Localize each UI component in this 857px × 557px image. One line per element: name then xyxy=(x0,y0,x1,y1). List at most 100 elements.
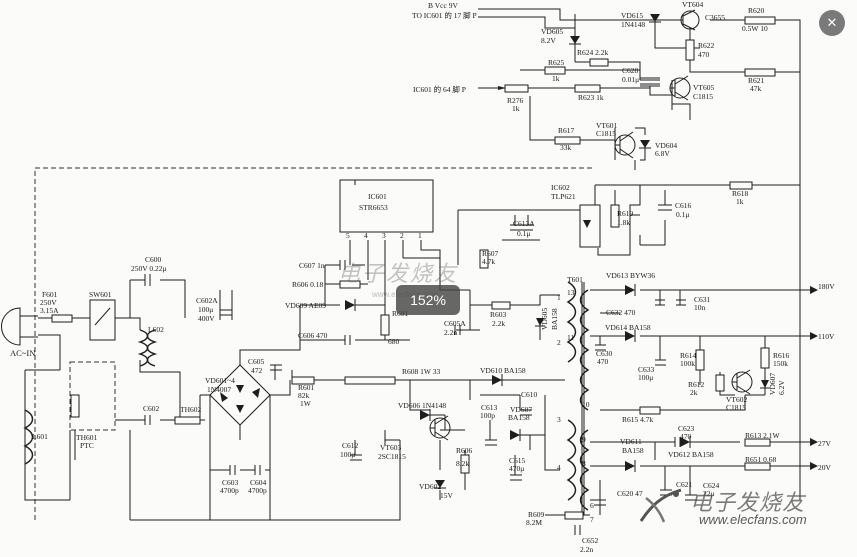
resistor-r606 xyxy=(339,280,361,289)
label-ic601-pin1: 1 xyxy=(418,231,422,240)
resistor-r609 xyxy=(564,511,584,520)
label-c633-value: 100μ xyxy=(638,373,653,382)
capacitor-c613-c615 xyxy=(485,439,522,481)
label-c616-value: 0.1μ xyxy=(676,210,689,219)
label-t601-pin6: 6 xyxy=(590,501,594,510)
label-c631-value: 10n xyxy=(694,303,706,312)
label-c630: C630 xyxy=(596,349,613,358)
label-r609-value: 8.2M xyxy=(526,518,542,527)
label-r621: R621 xyxy=(748,76,765,85)
label-vt603: VT603 xyxy=(380,443,401,452)
label-c603-value: 4700p xyxy=(220,486,239,495)
label-r603-value: 2.2k xyxy=(492,319,505,328)
capacitor-c616 xyxy=(658,204,672,211)
resistor-r601b xyxy=(291,376,315,385)
label-c605a: C605A xyxy=(444,319,466,328)
diode-vd610 xyxy=(492,375,502,385)
transistors xyxy=(429,9,753,441)
label-r614: R614 xyxy=(680,351,697,360)
label-c631: C631 xyxy=(694,295,711,304)
label-c602a-value: 100μ xyxy=(198,305,213,314)
label-t601-pin3: 3 xyxy=(557,415,561,424)
label-c623: C623 xyxy=(678,424,695,433)
resistor-r276 xyxy=(504,84,529,93)
label-t601-pin2: 2 xyxy=(557,338,561,347)
label-sw601: SW601 xyxy=(89,290,112,299)
label-c623-value: 470 xyxy=(680,432,692,441)
diode-vd606 xyxy=(420,410,430,420)
label-vd604: VD604 xyxy=(655,141,677,150)
label-f601-value: 250V xyxy=(40,298,57,307)
label-c615-value: 470μ xyxy=(509,464,524,473)
ic602-optocoupler xyxy=(579,204,601,248)
component-labels: B Vcc 9V TO IC601 的 17 脚 P IC601 的 64 脚 … xyxy=(10,0,835,554)
resistor-r651 xyxy=(744,462,771,471)
watermark-cn: 电子发烧友 xyxy=(690,491,806,516)
label-l601: L601 xyxy=(32,432,48,441)
label-c613a-value: 0.1μ xyxy=(517,229,530,238)
label-t601: T601 xyxy=(567,275,583,284)
resistors xyxy=(51,16,776,520)
transistor-vt604 xyxy=(680,10,700,30)
diode-vd609 xyxy=(345,300,355,310)
label-vd605: VD605 xyxy=(541,27,563,36)
label-680: 680 xyxy=(388,337,400,346)
label-vd602-value: 15V xyxy=(440,491,454,500)
resistor-r614 xyxy=(695,349,705,371)
label-c624-value: 22μ xyxy=(703,489,715,498)
label-c606: C606 470 xyxy=(298,331,328,340)
label-f601-amp: 3.15A xyxy=(40,306,59,315)
label-vd614: VD614 BA158 xyxy=(605,323,651,332)
label-c604-value: 4700p xyxy=(248,486,267,495)
label-c613a: C613A xyxy=(513,219,535,228)
ics-and-misc xyxy=(1,179,601,465)
label-r607-value: 4.7k xyxy=(482,257,495,266)
label-r606b-value: 8.2k xyxy=(456,459,469,468)
label-c600-value: 250V 0.22μ xyxy=(131,264,167,273)
label-c612-value: 100μ xyxy=(340,450,355,459)
resistor-r622 xyxy=(685,39,695,61)
label-r276-value: 1k xyxy=(512,104,520,113)
output-arrows xyxy=(498,86,818,470)
inductor-l602 xyxy=(137,329,149,367)
label-r622-value: 470 xyxy=(698,50,710,59)
label-ic601-pin5: 5 xyxy=(346,231,350,240)
thermistor-th602 xyxy=(174,416,201,425)
close-icon: ✕ xyxy=(826,15,838,31)
label-c605: C605 xyxy=(248,357,265,366)
capacitor-c602 xyxy=(144,415,151,425)
label-r609: R609 xyxy=(528,510,545,519)
fuse-f601 xyxy=(51,314,73,323)
resistor-r620 xyxy=(744,16,776,25)
label-r651: R651 0.68 xyxy=(745,455,777,464)
label-vcc: B Vcc 9V xyxy=(428,1,458,10)
resistor-r623 xyxy=(574,84,601,93)
diodes xyxy=(220,14,770,489)
label-c607: C607 1n xyxy=(299,261,325,270)
label-vt601: VT601 xyxy=(596,121,617,130)
label-c633: C633 xyxy=(638,365,655,374)
label-r625: R625 xyxy=(548,58,565,67)
label-t601-pin10: 10 xyxy=(582,400,590,409)
label-th601-type: PTC xyxy=(80,441,94,450)
label-r619: R619 xyxy=(617,209,634,218)
label-c621: C621 xyxy=(676,480,693,489)
diode-vd613 xyxy=(625,285,635,295)
resistor-r618 xyxy=(729,181,753,190)
close-button[interactable]: ✕ xyxy=(819,10,845,36)
label-r608: R608 1W 33 xyxy=(402,367,440,376)
label-ic601: IC601 xyxy=(368,192,387,201)
label-vd604-value: 6.8V xyxy=(655,149,670,158)
inductor-l601 xyxy=(23,409,34,465)
label-c628: C628 xyxy=(622,66,639,75)
label-r606b: R606 xyxy=(456,446,473,455)
capacitor-c605 xyxy=(270,364,282,371)
elecfans-logo-icon xyxy=(639,488,682,523)
resistor-r615 xyxy=(639,406,661,415)
label-c603: C603 xyxy=(222,478,239,487)
label-vt604: VT604 xyxy=(682,0,703,9)
label-c602a: C602A xyxy=(196,296,218,305)
label-r616-value: 150k xyxy=(773,359,788,368)
capacitor-c610 xyxy=(520,409,532,416)
